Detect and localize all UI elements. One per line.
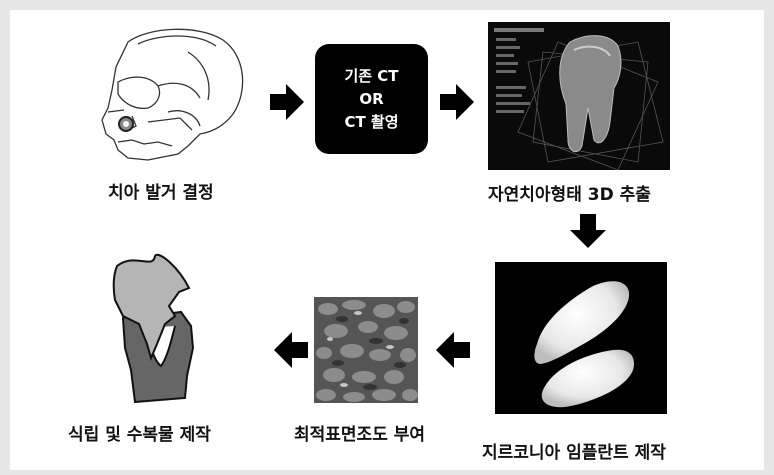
- step-label-3d-extract: 자연치아형태 3D 추출: [488, 180, 651, 205]
- step-label-prosthesis: 식립 및 수복물 제작: [68, 420, 211, 445]
- ct-line3: CT 촬영: [344, 111, 398, 134]
- arrow-right-icon: [270, 82, 304, 122]
- ct-line2: OR: [359, 88, 383, 111]
- tooth-3d-render-icon: [488, 22, 670, 170]
- implant-crown-diagram-icon: [95, 248, 210, 403]
- step-label-surface: 최적표면조도 부여: [294, 420, 425, 445]
- ct-step-box: 기존 CT OR CT 촬영: [315, 44, 428, 154]
- step-label-tooth-extraction: 치아 발거 결정: [108, 178, 214, 203]
- ct-line1: 기존 CT: [344, 65, 398, 88]
- step-label-zirconia: 지르코니아 임플란트 제작: [482, 438, 666, 463]
- arrow-right-icon: [440, 82, 474, 122]
- arrow-left-icon: [436, 330, 470, 370]
- zirconia-implant-photo-icon: [495, 262, 667, 414]
- arrow-down-icon: [568, 214, 608, 248]
- skull-sketch-icon: [88, 22, 253, 167]
- sem-surface-icon: [314, 297, 418, 403]
- arrow-left-icon: [274, 330, 308, 370]
